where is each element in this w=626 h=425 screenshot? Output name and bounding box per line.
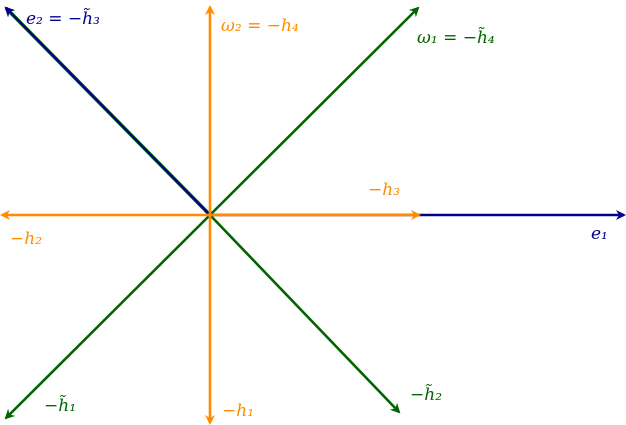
label-neg-h1: −h₁ [222, 401, 254, 421]
label-e2: e₂ = −h̃₃ [26, 8, 100, 29]
vector-omega1 [209, 6, 420, 216]
label-neg-htilde1: −h̃₁ [44, 395, 76, 416]
label-e1: e₁ [591, 224, 608, 244]
label-neg-htilde2: −h̃₂ [410, 384, 442, 405]
vector-neg-htilde2 [209, 214, 401, 414]
label-neg-h2: −h₂ [10, 229, 42, 249]
vector-neg-htilde1 [4, 214, 211, 420]
label-omega2: ω₂ = −h₄ [221, 16, 299, 36]
label-omega1: ω₁ = −h̃₄ [417, 27, 495, 48]
vector-e2 [4, 6, 211, 216]
label-neg-h3: −h₃ [368, 180, 400, 200]
